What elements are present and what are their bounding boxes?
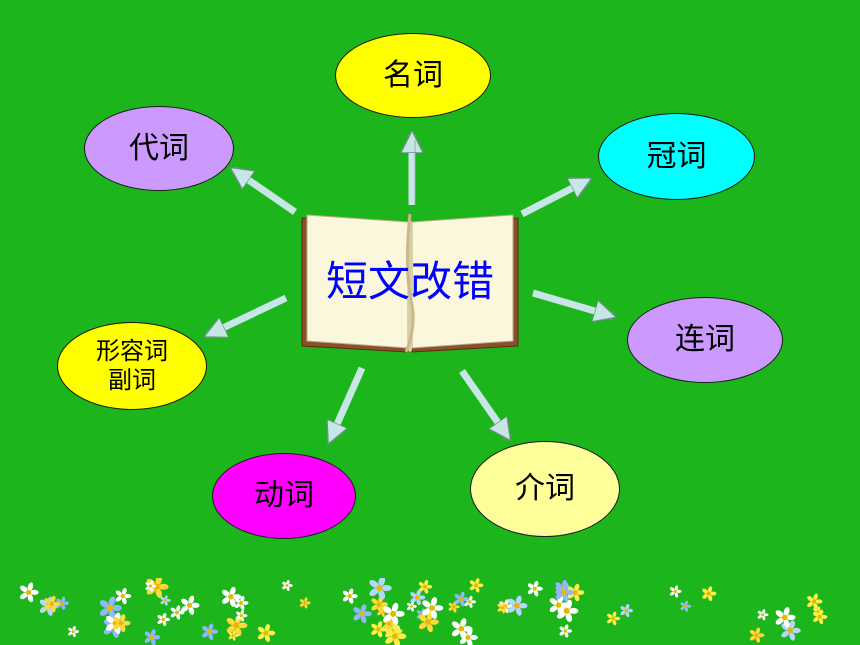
flower-icon <box>775 607 796 628</box>
node-adjective-label: 形容词 <box>96 337 168 366</box>
flower-icon <box>559 624 573 638</box>
flower-icon <box>410 589 426 606</box>
node-conjunction-label: 连词 <box>675 322 735 357</box>
flower-icon <box>222 586 242 607</box>
flower-icon <box>257 624 276 642</box>
flower-icon <box>234 595 249 611</box>
flower-icon <box>497 602 509 614</box>
node-preposition-label: 介词 <box>515 471 575 506</box>
flower-icon <box>160 595 171 606</box>
flower-icon <box>299 597 311 609</box>
flower-icon <box>459 628 478 645</box>
node-adjective-adverb: 形容词 副词 <box>57 322 207 410</box>
flower-icon <box>68 625 79 638</box>
flower-icon <box>113 614 131 633</box>
flower-icon <box>236 609 248 622</box>
flower-icon <box>669 585 682 598</box>
flower-icon <box>44 595 61 613</box>
flower-icon <box>226 614 248 637</box>
flower-icon <box>807 593 823 610</box>
node-noun: 名词 <box>335 33 491 118</box>
arrow-to-preposition <box>459 368 508 437</box>
flower-icon <box>454 591 469 607</box>
node-adverb-label: 副词 <box>108 366 156 394</box>
arrow-to-article <box>520 176 588 218</box>
flower-icon <box>371 595 388 614</box>
flower-icon <box>202 623 218 640</box>
flower-icon <box>418 611 439 633</box>
flower-icon <box>20 582 39 603</box>
flower-icon <box>342 588 358 604</box>
flower-icon <box>282 580 293 591</box>
arrow-to-adjective <box>208 294 288 339</box>
flower-icon <box>144 629 161 645</box>
node-pronoun-label: 代词 <box>129 130 189 166</box>
node-noun-label: 名词 <box>383 57 443 93</box>
flower-icon <box>757 609 769 621</box>
flower-icon <box>157 612 171 627</box>
flower-icon <box>145 580 157 592</box>
node-article-label: 冠词 <box>646 138 707 174</box>
flower-icon <box>555 582 575 602</box>
node-pronoun: 代词 <box>84 106 234 191</box>
flower-border <box>20 578 828 645</box>
flower-icon <box>115 588 132 605</box>
flower-icon <box>781 620 801 641</box>
flower-icon <box>620 603 633 618</box>
flower-icon <box>422 597 444 619</box>
flower-icon <box>369 578 392 600</box>
flower-icon <box>418 579 433 594</box>
flower-icon <box>228 630 239 641</box>
flower-icon <box>170 605 185 620</box>
flower-icon <box>508 595 528 616</box>
arrow-to-conjunction <box>532 289 612 316</box>
node-preposition: 介词 <box>470 441 620 537</box>
flower-icon <box>749 627 765 643</box>
arrow-to-verb <box>330 366 366 440</box>
flower-icon <box>680 600 692 612</box>
node-verb: 动词 <box>212 453 356 539</box>
flower-icon <box>607 611 621 626</box>
node-article: 冠词 <box>598 113 755 200</box>
flower-icon <box>448 600 460 613</box>
node-conjunction: 连词 <box>627 297 783 383</box>
flower-icon <box>527 580 543 597</box>
flower-icon <box>549 595 570 616</box>
flower-icon <box>813 609 828 625</box>
flower-icon <box>181 595 200 615</box>
flower-icon <box>371 621 387 638</box>
book-icon <box>301 213 519 353</box>
center-topic-title: 短文改错 <box>325 257 494 306</box>
flower-icon <box>383 602 405 626</box>
flower-icon <box>702 586 717 601</box>
node-verb-label: 动词 <box>254 478 314 513</box>
flower-icon <box>353 604 372 624</box>
flower-icon <box>469 578 484 593</box>
arrow-to-pronoun <box>234 170 297 215</box>
